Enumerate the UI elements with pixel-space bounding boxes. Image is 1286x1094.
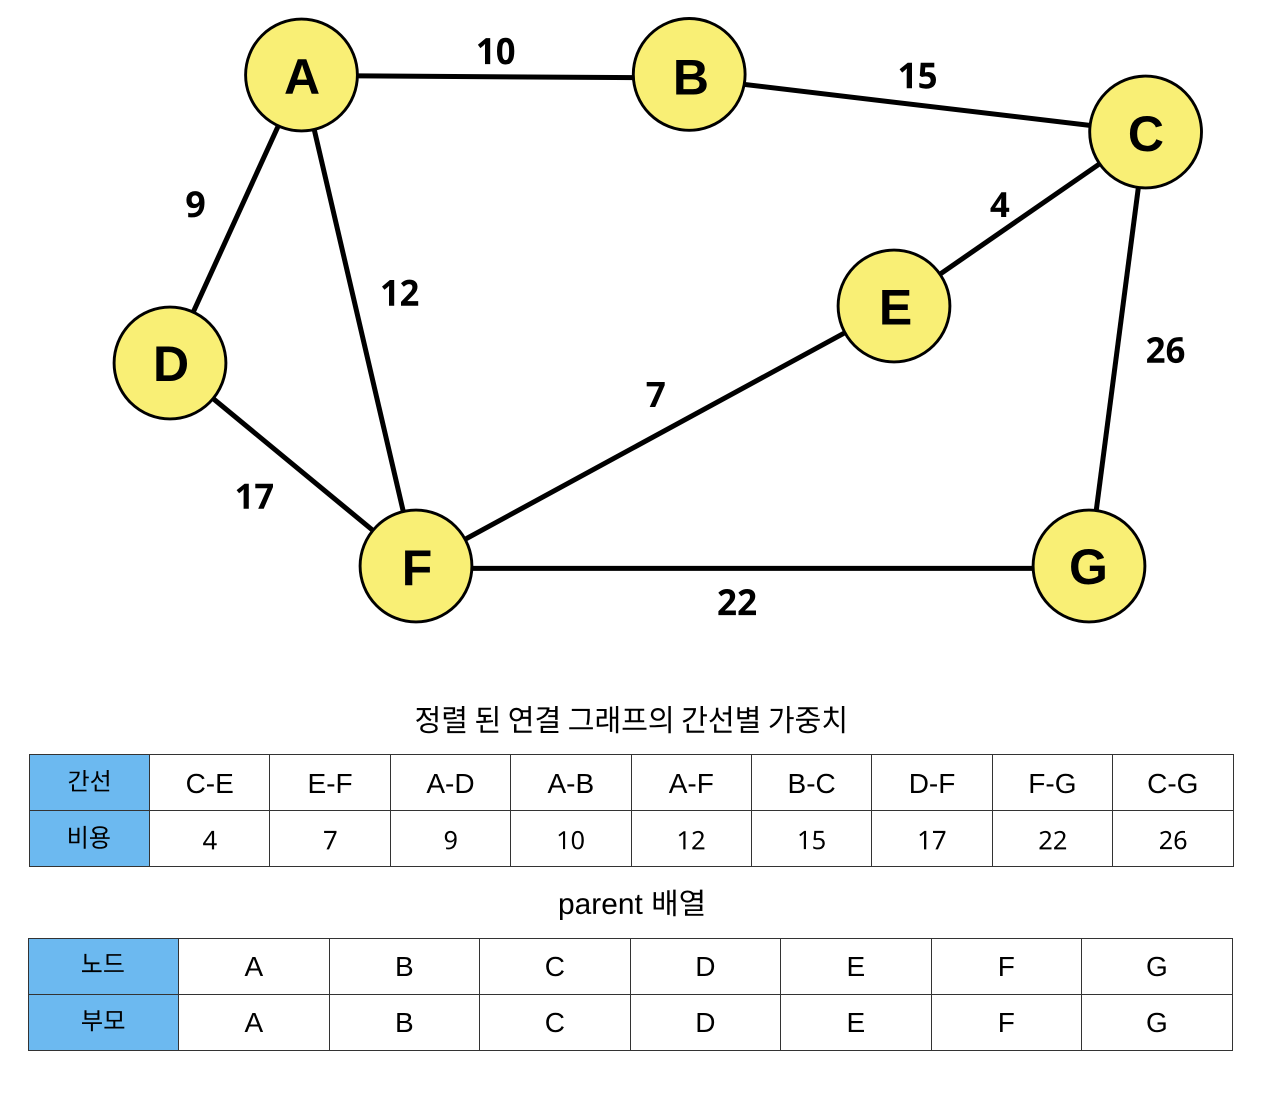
svg-text:G: G — [1069, 539, 1108, 595]
svg-text:D: D — [153, 336, 189, 392]
svg-text:B: B — [673, 49, 709, 105]
svg-text:A: A — [284, 49, 320, 105]
svg-text:E: E — [879, 280, 912, 336]
svg-text:C: C — [1128, 106, 1164, 162]
svg-text:F: F — [402, 540, 433, 596]
